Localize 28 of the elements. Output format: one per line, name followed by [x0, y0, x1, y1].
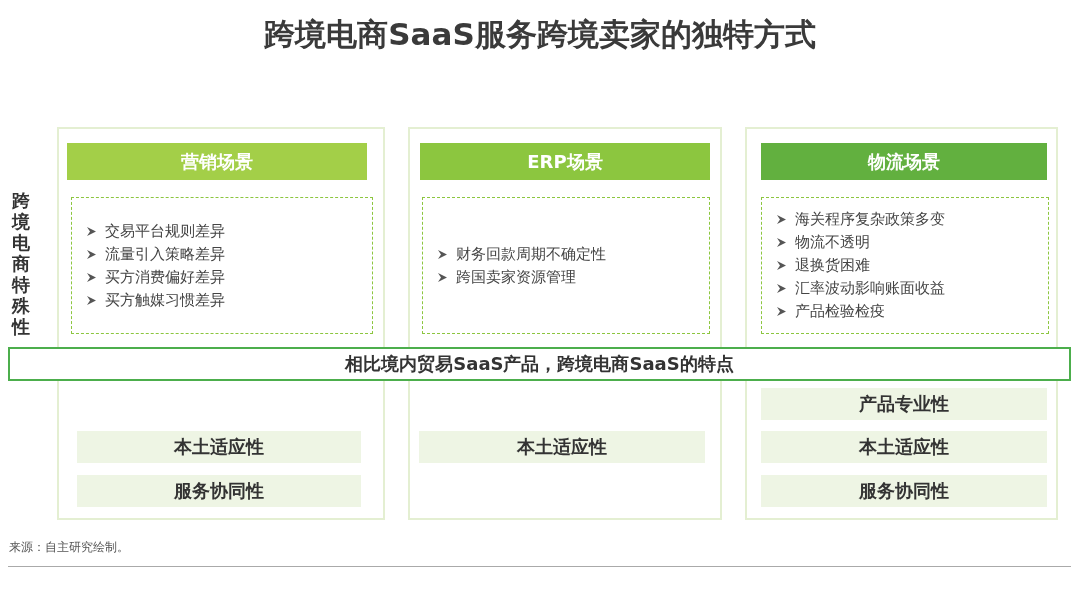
source-note: 来源：自主研究绘制。 [9, 539, 130, 556]
dashed-box [71, 197, 373, 334]
dashed-box [761, 197, 1049, 334]
header-bar: 物流场景 [761, 143, 1047, 180]
list-item: 买方消费偏好差异 [105, 266, 225, 288]
list-item: 产品检验检疫 [795, 301, 885, 322]
list-item: 退换货困难 [795, 255, 870, 276]
banner-box: 相比境内贸易SaaS产品，跨境电商SaaS的特点 [8, 347, 1071, 381]
feature-box: 服务协同性 [77, 475, 361, 507]
list-item: 跨国卖家资源管理 [456, 266, 576, 288]
feature-box: 产品专业性 [761, 388, 1047, 420]
header-bar: ERP场景 [420, 143, 710, 180]
list-item: 物流不透明 [795, 232, 870, 253]
list-item: 交易平台规则差异 [105, 220, 225, 242]
feature-box: 本土适应性 [419, 431, 705, 463]
vertical-label: 跨境电商特殊性 [12, 190, 31, 339]
list-item: 买方触媒习惯差异 [105, 289, 225, 311]
dashed-box [422, 197, 710, 334]
list-item: 财务回款周期不确定性 [456, 243, 606, 265]
list-item: 汇率波动影响账面收益 [795, 278, 945, 299]
feature-box: 本土适应性 [77, 431, 361, 463]
list-item: 海关程序复杂政策多变 [795, 209, 945, 230]
header-bar: 营销场景 [67, 143, 367, 180]
column-panel [745, 127, 1058, 520]
title: 跨境电商SaaS服务跨境卖家的独特方式 [263, 15, 817, 54]
feature-box: 本土适应性 [761, 431, 1047, 463]
list-item: 流量引入策略差异 [105, 243, 225, 265]
feature-box: 服务协同性 [761, 475, 1047, 507]
